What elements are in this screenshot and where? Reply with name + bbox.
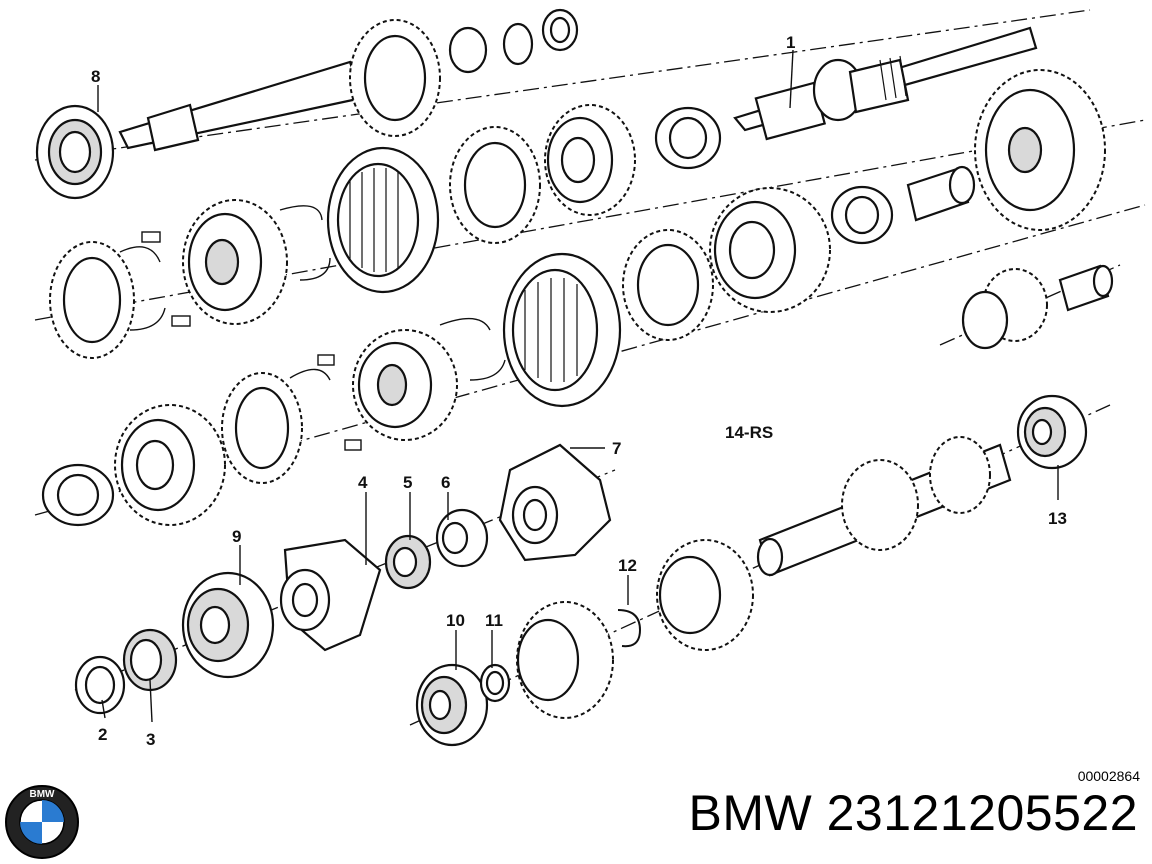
callout-9: 9 — [232, 527, 241, 546]
bmw-roundel-icon: BMW — [5, 785, 79, 859]
needle-bearing-row3[interactable] — [41, 463, 115, 527]
callout-1: 1 — [786, 33, 795, 52]
part-8-bearing[interactable] — [35, 104, 115, 200]
large-gear-right[interactable] — [974, 69, 1106, 231]
circlips-row3 — [289, 317, 506, 451]
part-13-bearing[interactable] — [1016, 394, 1088, 470]
leader-lines — [97, 49, 1059, 723]
countershaft[interactable] — [756, 436, 1012, 577]
part-12-circlip[interactable] — [617, 609, 642, 648]
part-9-bearing[interactable] — [181, 571, 275, 679]
callout-10: 10 — [446, 611, 465, 630]
gear-row3-left[interactable] — [114, 404, 226, 526]
callout-12: 12 — [618, 556, 637, 575]
part-7-flange[interactable] — [498, 443, 612, 562]
part-number-caption: BMW 23121205522 — [688, 785, 1138, 841]
part-4-flange[interactable] — [279, 538, 382, 652]
counter-gear-1[interactable] — [516, 601, 614, 719]
callout-3: 3 — [146, 730, 155, 749]
needle-bearing-row2b[interactable] — [830, 185, 894, 245]
part-6-washer[interactable] — [435, 508, 489, 568]
callout-11: 11 — [485, 611, 503, 630]
sync-ring-row3b[interactable] — [622, 229, 714, 341]
part-5-nut[interactable] — [384, 534, 432, 590]
gear-row3-right[interactable] — [709, 187, 831, 313]
sync-hub-gear[interactable] — [182, 199, 288, 325]
circlips-row2 — [119, 205, 331, 331]
callout-13: 13 — [1048, 509, 1067, 528]
part-11-washer[interactable] — [479, 663, 511, 703]
callout-8: 8 — [91, 67, 100, 86]
input-shaft[interactable] — [118, 8, 579, 152]
callout-7: 7 — [612, 439, 621, 458]
shift-sleeve[interactable] — [326, 146, 440, 294]
part-2-washer[interactable] — [74, 655, 126, 715]
part-10-bearing[interactable] — [415, 663, 489, 747]
sync-ring-mid[interactable] — [449, 126, 541, 244]
group-label: 14-RS — [725, 423, 773, 442]
callout-6: 6 — [441, 473, 450, 492]
callout-labels: 1 2 3 4 5 6 7 8 9 10 11 12 13 — [91, 33, 1067, 749]
needle-bearing-row2[interactable] — [654, 106, 722, 170]
callout-4: 4 — [358, 473, 368, 492]
part-1-main-shaft[interactable] — [733, 26, 1038, 141]
callout-2: 2 — [98, 725, 107, 744]
sync-ring-left[interactable] — [49, 241, 135, 359]
logo-text: BMW — [30, 789, 56, 800]
callout-5: 5 — [403, 473, 412, 492]
gear-row2[interactable] — [544, 104, 636, 216]
shift-sleeve-row3[interactable] — [502, 252, 622, 408]
reference-code: 00002864 — [1077, 768, 1140, 784]
reverse-idler-gear[interactable] — [961, 264, 1114, 350]
sleeve-bushing-row2[interactable] — [906, 165, 976, 222]
sync-ring-row3[interactable] — [221, 372, 303, 484]
counter-gear-2[interactable] — [656, 539, 754, 651]
sync-hub-row3[interactable] — [352, 329, 458, 441]
